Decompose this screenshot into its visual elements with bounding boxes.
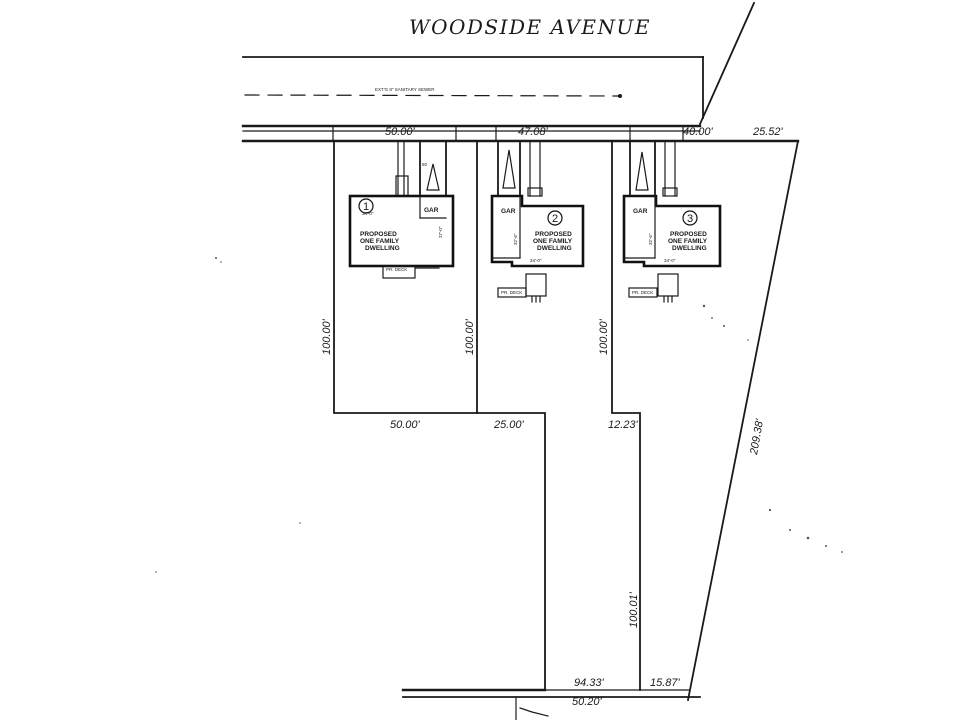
rear-dim-lot1: 50.00' — [390, 419, 421, 431]
east-side-dim: 209.38' — [748, 417, 766, 456]
house-3-garage: GAR — [633, 208, 648, 215]
house-2-number-badge — [547, 210, 563, 226]
house-3-width: 34'-0" — [664, 258, 676, 263]
lot-boundaries — [333, 139, 800, 702]
house-1-desc-1: PROPOSED — [360, 231, 397, 238]
house-3-desc-2: ONE FAMILY — [668, 238, 708, 245]
street-centerline-diagonal — [698, 1, 756, 126]
house-1-number-badge — [358, 198, 374, 214]
house-1-number: 1 — [363, 201, 369, 213]
frontage-dim-lot2: 47.08' — [518, 126, 549, 138]
house-3: 3 GAR 32'-6" PROPOSED ONE FAMILY DWELLIN… — [622, 140, 722, 303]
frontage-dim-corner: 25.52' — [752, 126, 784, 138]
house-2-desc-1: PROPOSED — [535, 231, 572, 238]
frontage-dim-lot3: 40.00' — [683, 126, 714, 138]
house-3-number: 3 — [687, 213, 693, 225]
house-1-desc-2: ONE FAMILY — [360, 238, 400, 245]
bottom-dim-right: 15.87' — [650, 677, 681, 689]
house-1-depth: 27'-0" — [438, 226, 443, 238]
house-2-deck: PR. DECK — [501, 290, 522, 295]
house-2-desc-2: ONE FAMILY — [533, 238, 573, 245]
house-3-desc-1: PROPOSED — [670, 231, 707, 238]
house-2-width: 34'-0" — [530, 258, 542, 263]
house-1-deck: PR. DECK — [386, 267, 407, 272]
house-2-depth: 32'-6" — [513, 233, 518, 245]
depth-dim-lot1: 100.00' — [321, 318, 333, 355]
house-2: 2 GAR 32'-6" PROPOSED ONE FAMILY DWELLIN… — [490, 140, 585, 303]
depth-dim-lot3: 100.00' — [598, 318, 610, 355]
bottom-dim-full: 50.20' — [572, 696, 603, 708]
house-2-garage: GAR — [501, 208, 516, 215]
house-1-width: 34'-0" — [362, 211, 374, 216]
house-2-desc-3: DWELLING — [537, 245, 572, 252]
frontage-dim-lot1: 50.00' — [385, 126, 416, 138]
house-3-depth: 32'-6" — [648, 233, 653, 245]
house-1-driveway-width: 60 — [422, 162, 428, 167]
depth-dim-lot2: 100.00' — [464, 318, 476, 355]
sewer-manhole-icon — [618, 94, 622, 98]
house-3-number-badge — [682, 210, 698, 226]
house-3-deck: PR. DECK — [632, 290, 653, 295]
house-1: 1 GAR 34'-0" 27'-0" PROPOSED ONE FAMILY … — [348, 140, 455, 279]
sanitary-sewer-line — [244, 94, 619, 97]
house-1-desc-3: DWELLING — [365, 245, 400, 252]
house-2-number: 2 — [552, 213, 558, 225]
rear-dim-lot3: 12.23' — [608, 419, 639, 431]
street-name: WOODSIDE AVENUE — [409, 15, 651, 39]
sewer-label: EXT'G 8" SANITARY SEWER — [375, 87, 435, 92]
flag-depth-dim: 100.01' — [628, 591, 640, 628]
scan-noise — [155, 257, 843, 573]
bottom-dim-left: 94.33' — [574, 677, 605, 689]
rear-dim-lot2: 25.00' — [493, 419, 525, 431]
house-1-garage: GAR — [424, 207, 439, 214]
house-3-desc-3: DWELLING — [672, 245, 707, 252]
